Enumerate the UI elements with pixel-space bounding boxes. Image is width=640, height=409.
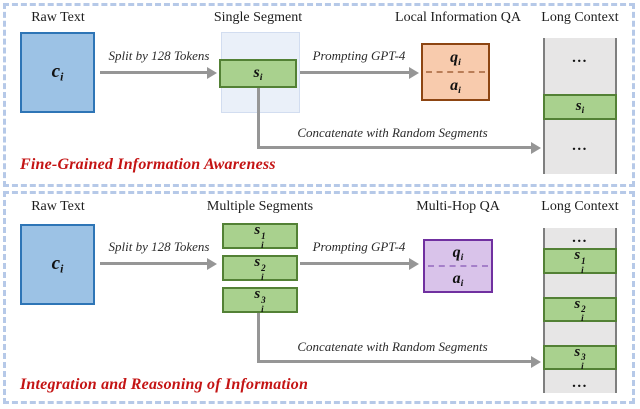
local-qa-box: qi ai bbox=[421, 43, 490, 101]
context-segment-symbol: si bbox=[575, 98, 585, 116]
single-segment-label: Single Segment bbox=[213, 10, 303, 25]
split-tokens-label: Split by 128 Tokens bbox=[108, 239, 210, 254]
context-ellipsis-bottom: ... bbox=[572, 374, 588, 391]
single-segment-box: si bbox=[219, 59, 297, 88]
split-tokens-arrow bbox=[100, 262, 207, 265]
raw-text-label: Raw Text bbox=[31, 10, 85, 25]
local-information-qa-label: Local Information QA bbox=[395, 10, 521, 25]
prompting-gpt4-arrow bbox=[300, 262, 409, 265]
context-ellipsis-top: ... bbox=[572, 229, 588, 246]
context-segment-row: si bbox=[543, 94, 617, 120]
prompting-gpt4-arrow bbox=[300, 71, 409, 74]
question-cell: qi bbox=[423, 45, 488, 71]
question-symbol: qi bbox=[450, 48, 461, 68]
concatenate-label: Concatenate with Random Segments bbox=[297, 339, 488, 354]
raw-text-box: ci bbox=[20, 32, 95, 113]
concatenate-connector-vertical bbox=[257, 313, 260, 363]
long-context-label: Long Context bbox=[541, 10, 619, 25]
answer-cell: ai bbox=[425, 267, 491, 291]
context-ellipsis-bottom: ... bbox=[572, 137, 588, 154]
split-tokens-label: Split by 128 Tokens bbox=[108, 48, 210, 63]
long-context-label: Long Context bbox=[541, 199, 619, 214]
qa-divider bbox=[426, 71, 485, 73]
multiple-segments-label: Multiple Segments bbox=[206, 199, 314, 214]
multi-hop-qa-label: Multi-Hop QA bbox=[416, 199, 500, 214]
concatenate-connector-vertical bbox=[257, 88, 260, 149]
long-context-column: ... si ... bbox=[543, 38, 617, 174]
panel1-caption: Fine-Grained Information Awareness bbox=[20, 156, 276, 173]
segment-symbol: si bbox=[253, 64, 263, 83]
panel-integration-reasoning bbox=[3, 191, 635, 404]
panel-fine-grained-awareness bbox=[3, 3, 635, 187]
raw-text-box: ci bbox=[20, 224, 95, 305]
panel2-caption: Integration and Reasoning of Information bbox=[20, 376, 309, 393]
raw-symbol: ci bbox=[51, 252, 64, 276]
question-symbol: qi bbox=[452, 243, 464, 263]
prompting-gpt4-label: Prompting GPT-4 bbox=[312, 48, 406, 63]
prompting-gpt4-label: Prompting GPT-4 bbox=[312, 239, 406, 254]
concatenate-label: Concatenate with Random Segments bbox=[297, 125, 488, 140]
concatenate-arrow bbox=[257, 360, 531, 363]
raw-text-label: Raw Text bbox=[31, 199, 85, 214]
answer-symbol: ai bbox=[452, 269, 464, 289]
answer-cell: ai bbox=[423, 73, 488, 99]
multi-hop-qa-box: qi ai bbox=[423, 239, 493, 293]
context-ellipsis-top: ... bbox=[572, 49, 588, 66]
qa-divider bbox=[428, 265, 488, 267]
question-cell: qi bbox=[425, 241, 491, 265]
concatenate-arrow bbox=[257, 146, 531, 149]
split-tokens-arrow bbox=[100, 71, 207, 74]
raw-symbol: ci bbox=[51, 60, 64, 84]
answer-symbol: ai bbox=[450, 76, 461, 96]
